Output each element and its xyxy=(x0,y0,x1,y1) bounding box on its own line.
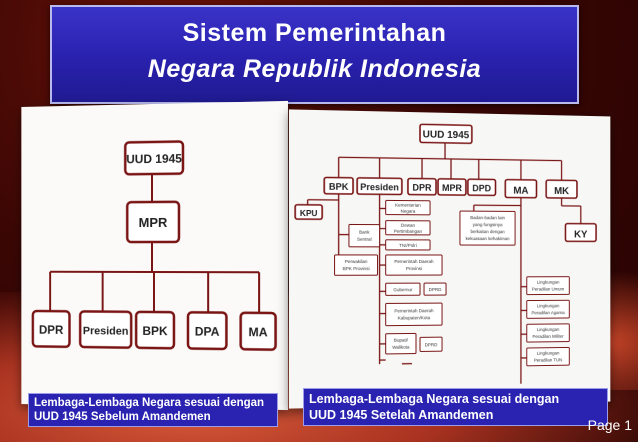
label-pemda-kab-1: Pemerintah Daerah xyxy=(394,308,434,313)
label-lingkungan-umum-2: Peradilan Umum xyxy=(532,287,565,292)
label-kpu-after: KPU xyxy=(300,209,318,218)
page-number: Page 1 xyxy=(588,417,632,433)
caption-before-line-1: Lembaga-Lembaga Negara sesuai dengan xyxy=(34,396,272,410)
label-lingkungan-militer-2: Peradilan Militer xyxy=(533,334,565,339)
label-dprd-1: DPRD xyxy=(429,287,442,292)
node-pemda-prov xyxy=(386,255,442,275)
label-dpr-before: DPR xyxy=(39,323,64,337)
label-dpr-after: DPR xyxy=(412,183,432,193)
label-bpk-after: BPK xyxy=(329,182,349,192)
label-lingkungan-agama-2: Peradilan Agama xyxy=(532,310,565,315)
label-ky-after: KY xyxy=(574,230,588,241)
before-amendment-diagram: UUD 1945 MPR DPR Presiden BPK DPA MA xyxy=(21,101,288,410)
label-dprd-2: DPRD xyxy=(425,342,438,347)
label-presiden-before: Presiden xyxy=(83,325,129,338)
node-bank-sentral xyxy=(349,224,380,246)
label-bpk-before: BPK xyxy=(142,324,168,338)
label-kementerian-2: Negara xyxy=(401,209,416,214)
title-line-1: Sistem Pemerintahan xyxy=(52,19,577,48)
label-dewan-1: Dewan xyxy=(401,223,416,228)
node-perwakilan-bpk xyxy=(335,255,378,275)
label-tni-polri: TNI/Polri xyxy=(399,243,417,248)
after-amendment-diagram: UUD 1945 BPK Presiden DPR MPR DPD MA MK … xyxy=(289,109,610,408)
label-ma-before: MA xyxy=(249,325,269,340)
label-bupati-1: Bupati/ xyxy=(394,338,409,343)
label-lingkungan-tun-1: Lingkungan xyxy=(537,351,560,356)
label-uud1945-after: UUD 1945 xyxy=(423,129,470,141)
label-badan-4: kekuasaan kehakiman xyxy=(466,236,510,241)
label-badan-1: Badan-badan lain xyxy=(470,215,505,220)
label-badan-3: berkaitan dengan xyxy=(471,229,506,234)
label-pemda-prov-2: Provinsi xyxy=(406,266,422,271)
label-lingkungan-tun-2: Peradilan TUN xyxy=(534,357,562,362)
label-lingkungan-umum-1: Lingkungan xyxy=(537,280,560,285)
title-line-2: Negara Republik Indonesia xyxy=(52,55,577,84)
label-mk-after: MK xyxy=(554,186,570,197)
caption-before: Lembaga-Lembaga Negara sesuai dengan UUD… xyxy=(28,393,278,427)
caption-after-line-2: UUD 1945 Setelah Amandemen xyxy=(309,407,602,423)
label-pemda-kab-2: Kabupaten/Kota xyxy=(398,315,431,320)
label-dpa-before: DPA xyxy=(195,324,220,339)
label-ma-after: MA xyxy=(513,186,529,197)
label-presiden-after: Presiden xyxy=(360,182,399,192)
label-dewan-2: Pertimbangan xyxy=(394,229,423,234)
label-mpr-before: MPR xyxy=(139,215,168,230)
label-gubernur: Gubernur xyxy=(393,287,413,292)
label-mpr-after: MPR xyxy=(442,183,462,193)
caption-after: Lembaga-Lembaga Negara sesuai dengan UUD… xyxy=(303,388,608,426)
before-diagram-svg: UUD 1945 MPR DPR Presiden BPK DPA MA xyxy=(21,101,288,410)
label-lingkungan-militer-1: Lingkungan xyxy=(537,327,560,332)
node-bupati xyxy=(386,333,416,354)
label-bupati-2: Walikota xyxy=(392,345,410,350)
caption-after-line-1: Lembaga-Lembaga Negara sesuai dengan xyxy=(309,391,602,407)
label-kementerian-1: Kementerian xyxy=(395,203,421,208)
caption-before-line-2: UUD 1945 Sebelum Amandemen xyxy=(34,410,272,424)
label-bank-1: Bank xyxy=(359,230,370,235)
title-banner: Sistem Pemerintahan Negara Republik Indo… xyxy=(50,5,579,104)
label-dpd-after: DPD xyxy=(472,183,491,193)
label-bank-2: Sentral xyxy=(357,237,372,242)
label-pemda-prov-1: Pemerintah Daerah xyxy=(394,259,434,264)
label-badan-2: yang fungsinya xyxy=(473,222,503,227)
label-perwakilan-1: Perwakilan xyxy=(345,259,368,264)
label-uud1945-before: UUD 1945 xyxy=(126,151,182,166)
label-perwakilan-2: BPK Provinsi xyxy=(343,266,370,271)
label-lingkungan-agama-1: Lingkungan xyxy=(537,303,560,308)
after-diagram-svg: UUD 1945 BPK Presiden DPR MPR DPD MA MK … xyxy=(289,109,610,408)
